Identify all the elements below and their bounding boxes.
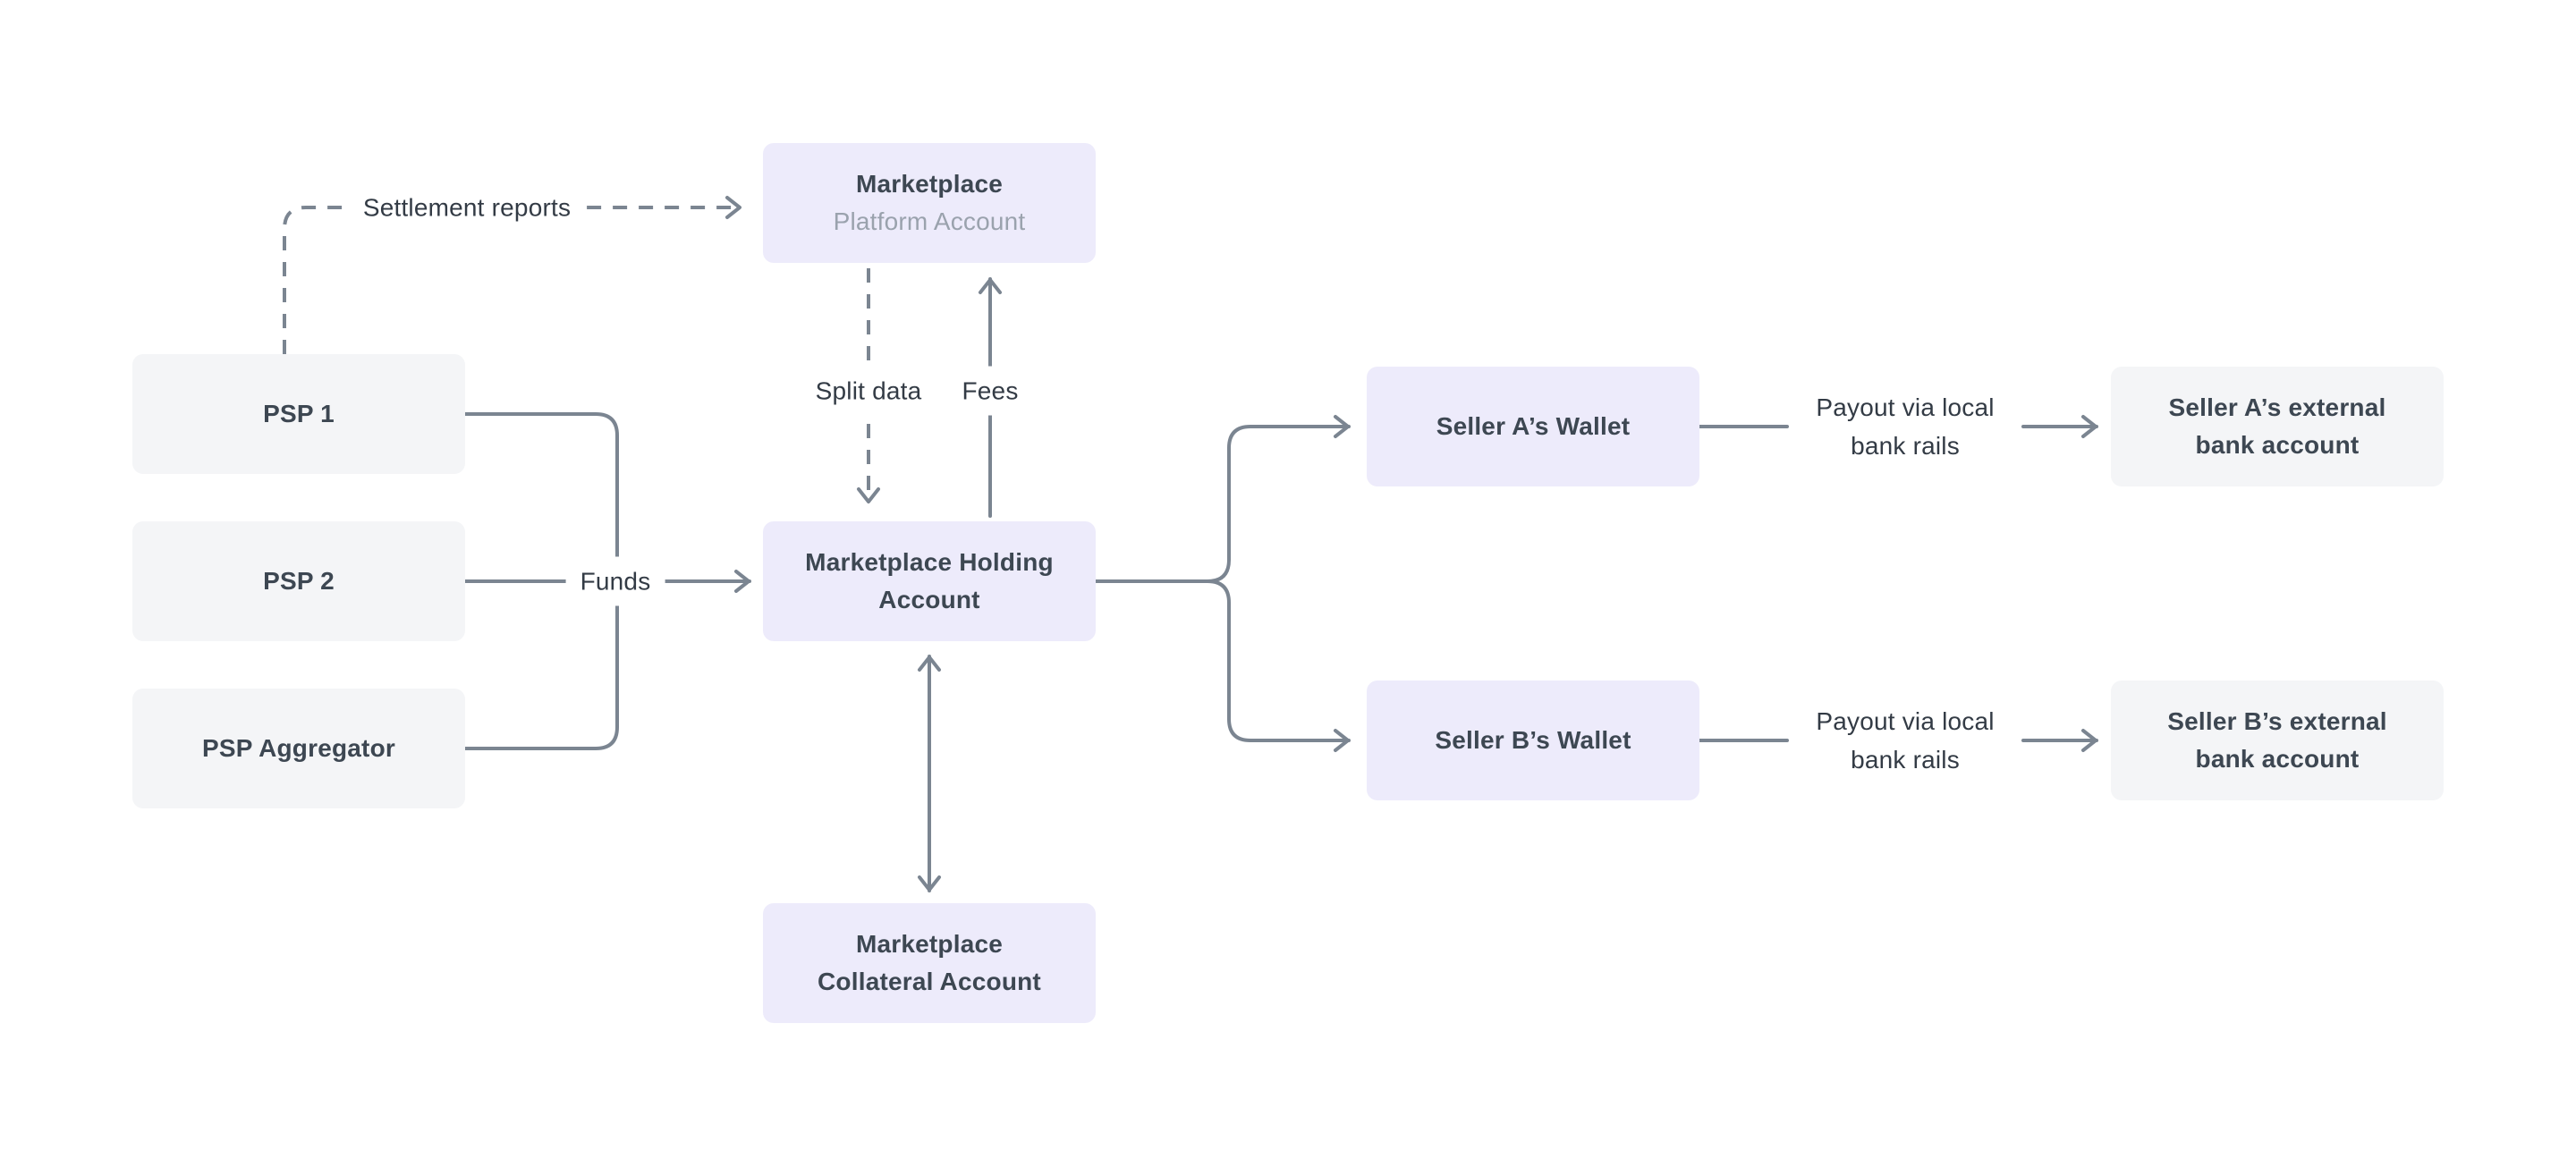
node-seller-a-wallet: Seller A’s Wallet [1367,367,1699,486]
node-psp1: PSP 1 [132,354,465,474]
node-platform-title: Marketplace [855,170,1004,198]
edge-label-split-data: Split data [801,366,936,416]
node-marketplace-collateral-account: Marketplace Collateral Account [763,903,1096,1023]
edge-psp1-merge [463,412,619,583]
edge-label-payout-a-line2: bank rails [1851,432,1960,460]
node-external-b-label-line2: bank account [2195,745,2360,773]
edge-holding-to-wallet-b [1094,579,1351,752]
node-holding-label-line1: Marketplace Holding [805,548,1054,576]
node-external-b-label-line1: Seller B’s external [2167,707,2387,735]
node-marketplace-platform-account: Marketplace Platform Account [763,143,1096,263]
node-psp-aggregator: PSP Aggregator [132,689,465,808]
node-psp2-label: PSP 2 [263,567,335,595]
edge-settlement-reports [283,196,741,354]
node-collateral-label-line1: Marketplace [855,930,1004,958]
node-marketplace-holding-account: Marketplace Holding Account [763,521,1096,641]
edge-label-payout-b-line1: Payout via local [1816,707,1995,735]
edge-label-settlement-reports: Settlement reports [348,182,586,233]
node-seller-a-wallet-label: Seller A’s Wallet [1436,412,1631,440]
node-seller-b-external-bank-account: Seller B’s external bank account [2111,681,2444,800]
node-external-a-label-line2: bank account [2195,431,2360,459]
node-external-a-label-line1: Seller A’s external [2168,393,2386,421]
edge-psp-aggregator-merge [463,579,619,750]
edge-label-payout-b-line2: bank rails [1851,746,1960,774]
node-collateral-label-line2: Collateral Account [818,968,1041,995]
edge-label-fees: Fees [947,366,1033,416]
edge-label-payout-b: Payout via local bank rails [1801,697,2009,784]
edge-label-funds: Funds [565,556,665,606]
node-psp-aggregator-label: PSP Aggregator [202,734,395,762]
node-platform-subtitle: Platform Account [833,207,1026,235]
node-psp1-label: PSP 1 [263,400,335,427]
node-seller-b-wallet: Seller B’s Wallet [1367,681,1699,800]
node-psp2: PSP 2 [132,521,465,641]
edge-holding-to-wallet-a [1094,415,1351,583]
edge-label-payout-a-line1: Payout via local [1816,393,1995,421]
node-seller-b-wallet-label: Seller B’s Wallet [1435,726,1631,754]
edge-label-payout-a: Payout via local bank rails [1801,383,2009,470]
node-seller-a-external-bank-account: Seller A’s external bank account [2111,367,2444,486]
node-holding-label-line2: Account [878,586,980,613]
